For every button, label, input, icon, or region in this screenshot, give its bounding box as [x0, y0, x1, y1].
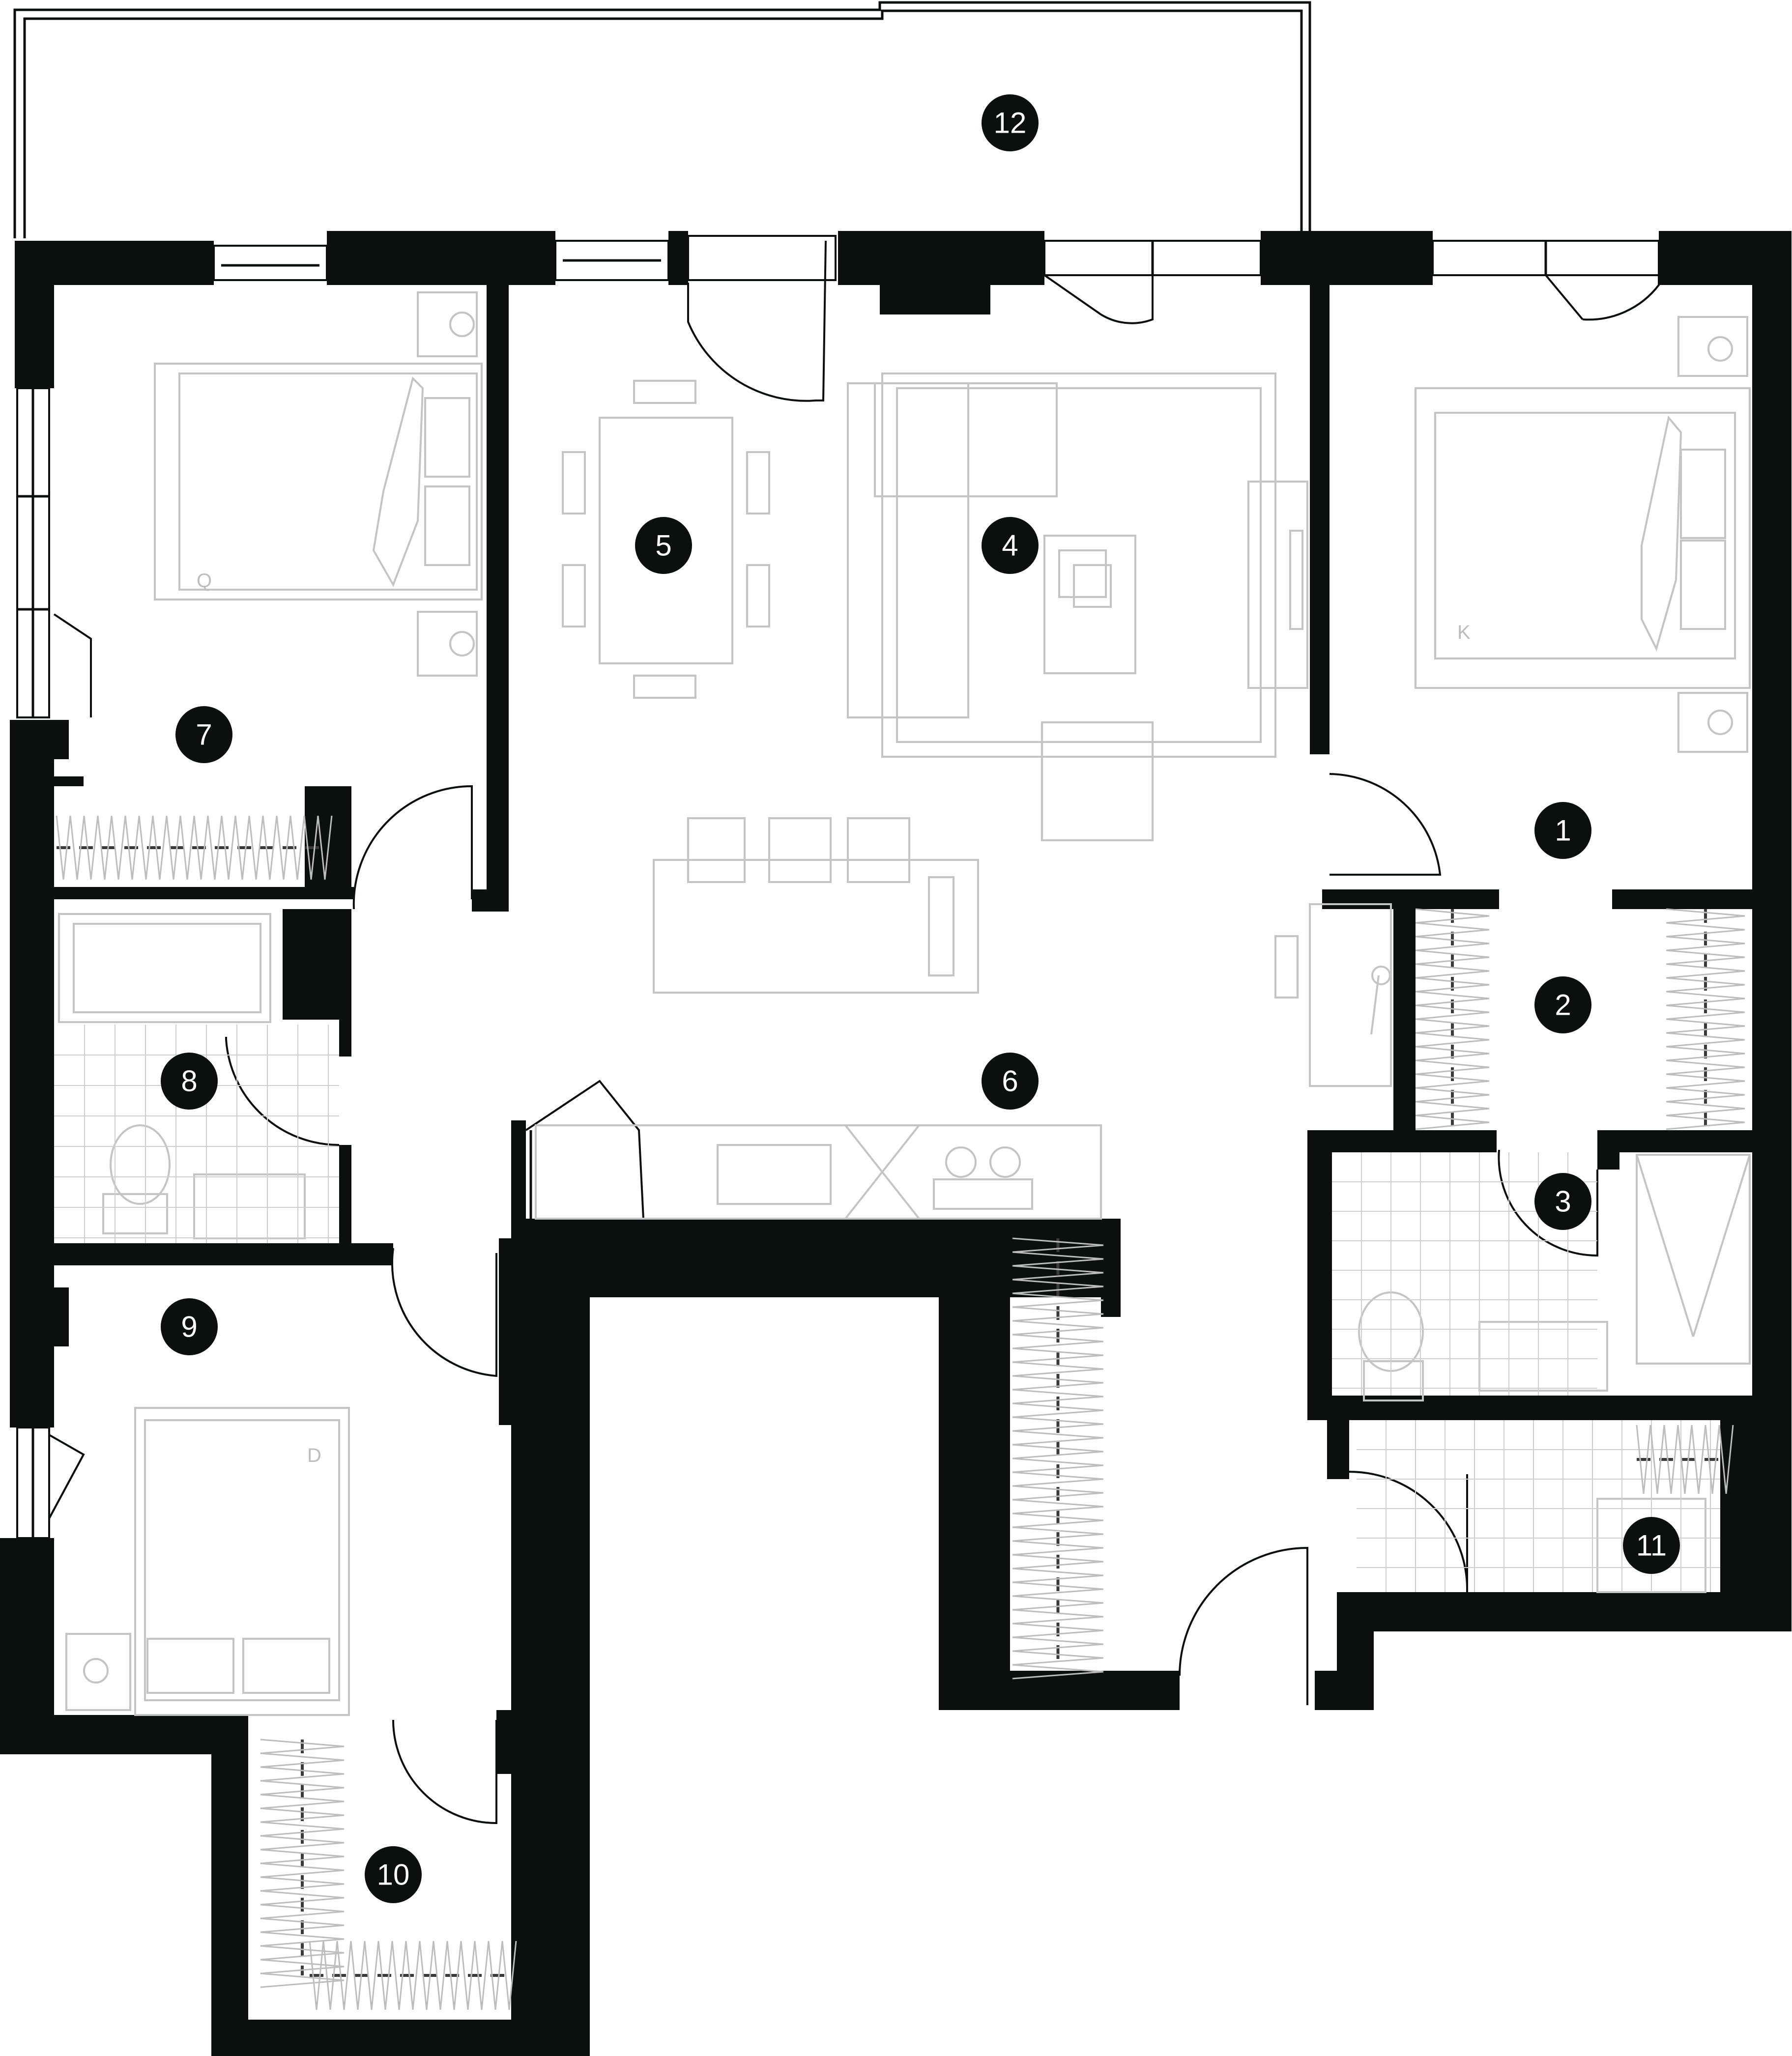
furniture: [58, 291, 1751, 1716]
room-badge-8: 8: [161, 1053, 218, 1110]
room-number: 9: [181, 1311, 197, 1343]
bed-label-k: K: [1457, 622, 1471, 643]
room-badge-10: 10: [365, 1846, 422, 1903]
room-number: 4: [1002, 529, 1018, 562]
hanger-row: [56, 815, 333, 880]
badge-circle: [1534, 802, 1591, 859]
room-badge-12: 12: [982, 94, 1039, 151]
bed-label-d: D: [307, 1445, 321, 1466]
badge-circle: [982, 1053, 1039, 1110]
badge-circle: [1534, 1173, 1591, 1230]
hanger-row: [309, 1941, 517, 2010]
room-number: 3: [1555, 1185, 1571, 1218]
room-badge-2: 2: [1534, 976, 1591, 1033]
room-badge-7: 7: [175, 706, 232, 763]
hanger-row: [1012, 1237, 1104, 1680]
balcony-outline: [13, 1, 1311, 238]
badge-circle: [365, 1846, 422, 1903]
badge-circle: [175, 706, 232, 763]
room-number: 10: [377, 1858, 410, 1891]
walls: [0, 231, 1792, 2056]
doors: [48, 240, 1660, 1825]
room-badge-6: 6: [982, 1053, 1039, 1110]
windows: [16, 235, 1660, 1539]
badge-circle: [982, 94, 1039, 151]
badge-circle: [161, 1298, 218, 1355]
wardrobes: [56, 815, 1745, 2010]
room-badge-5: 5: [635, 517, 692, 574]
bed-label-q: Q: [197, 570, 212, 592]
room-badge-1: 1: [1534, 802, 1591, 859]
hanger-row: [1415, 908, 1490, 1130]
room-number: 2: [1555, 989, 1571, 1022]
badge-circle: [635, 517, 692, 574]
room-number: 7: [196, 718, 212, 751]
room-number: 6: [1002, 1065, 1018, 1098]
hanger-row: [260, 1739, 345, 1988]
room-badge-3: 3: [1534, 1173, 1591, 1230]
badge-circle: [1534, 976, 1591, 1033]
badge-circle: [1623, 1517, 1680, 1574]
room-number: 5: [655, 529, 671, 562]
badge-circle: [982, 517, 1039, 574]
hanger-row: [1636, 1425, 1734, 1494]
room-number: 1: [1555, 814, 1571, 847]
room-badge-4: 4: [982, 517, 1039, 574]
room-badge-9: 9: [161, 1298, 218, 1355]
hanger-row: [1666, 908, 1745, 1130]
badge-circle: [161, 1053, 218, 1110]
room-number: 8: [181, 1065, 197, 1098]
room-badge-11: 11: [1623, 1517, 1680, 1574]
room-number: 11: [1636, 1529, 1667, 1562]
room-number: 12: [994, 107, 1027, 140]
